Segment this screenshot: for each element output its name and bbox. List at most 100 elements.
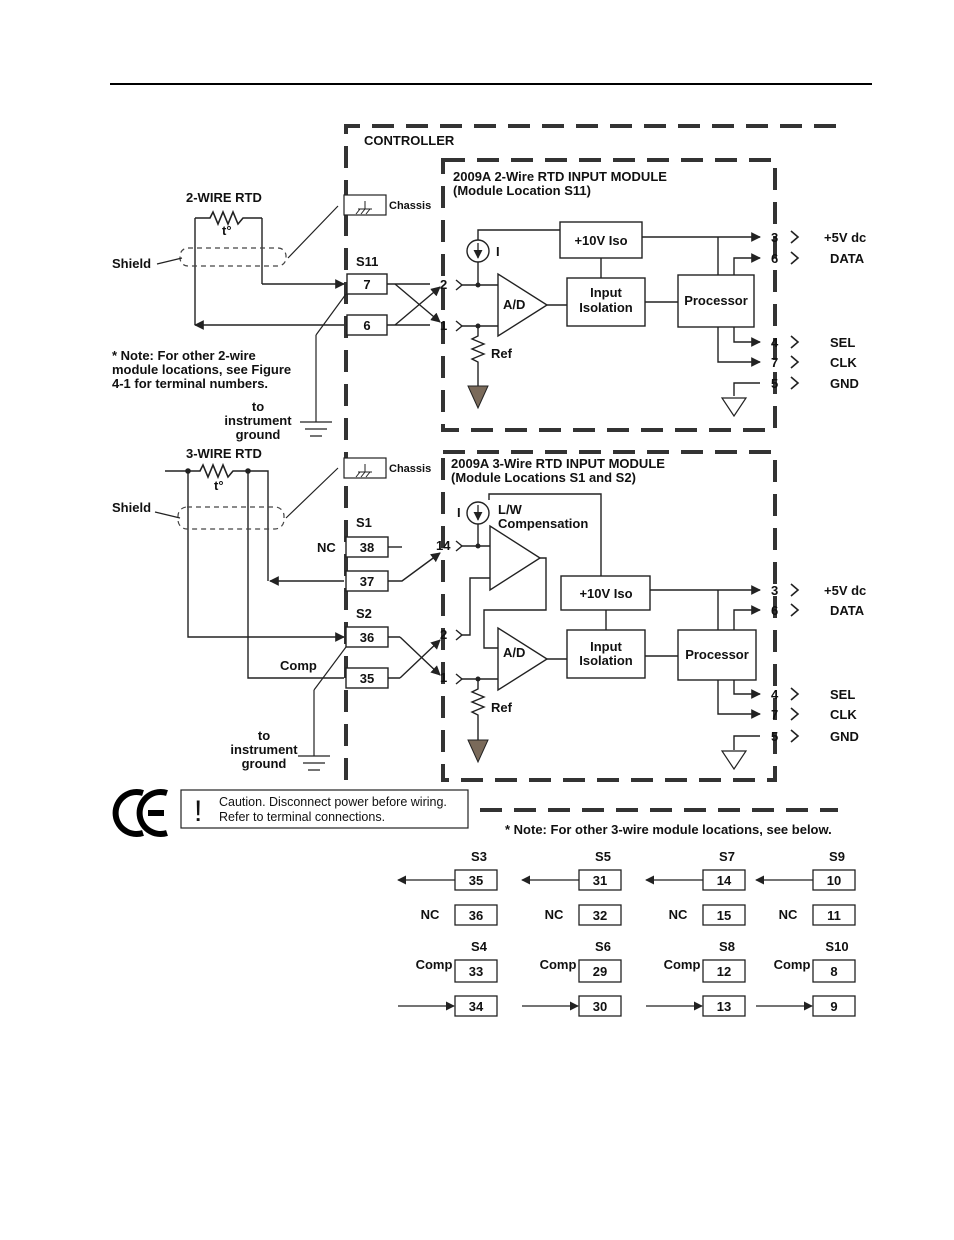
pin-2-3wire-label: 2 — [440, 627, 447, 642]
terminal-7: 7 — [363, 277, 370, 292]
processor-label-2wire: Processor — [684, 293, 748, 308]
out-wire-data — [733, 253, 761, 275]
out-wire-clk — [717, 327, 761, 367]
out2-signal-gnd: GND — [830, 376, 859, 391]
loc-terminal-t2: 32 — [593, 908, 607, 923]
ground-3wire-line2: instrument — [230, 742, 298, 757]
cross-wire-3a — [399, 636, 441, 676]
input-isolation-3wire — [566, 629, 646, 679]
module-3wire: 2009A 3-Wire RTD INPUT MODULE (Module Lo… — [112, 446, 777, 782]
loc-terminal-box — [702, 959, 746, 983]
loc-terminal-t2: 11 — [827, 908, 841, 923]
loc-terminal-t1: 14 — [717, 873, 732, 888]
out-wire-gnd — [733, 382, 760, 396]
out2-signal-clk: CLK — [830, 355, 857, 370]
shield-2wire-drain — [287, 205, 339, 259]
caution-line1: Caution. Disconnect power before wiring. — [219, 795, 447, 809]
out3-chevron-icon — [790, 603, 800, 617]
loc-terminal-t3: 12 — [717, 964, 731, 979]
out3-signal-gnd: GND — [830, 729, 859, 744]
ground-2wire-line3: ground — [236, 427, 281, 442]
out3-signal-sel: SEL — [830, 687, 855, 702]
loc-terminal-box — [454, 869, 498, 891]
caution-line2: Refer to terminal connections. — [219, 810, 385, 824]
instrument-ground-2wire-icon — [300, 335, 332, 437]
iso-label-2wire: +10V Iso — [574, 233, 627, 248]
loc-terminal-box — [454, 959, 498, 983]
ground-lead-3wire — [313, 646, 347, 691]
loc-terminal-box — [702, 869, 746, 891]
controller-label: CONTROLLER — [364, 133, 455, 148]
shield-3wire — [177, 506, 285, 530]
loc-nc-label: NC — [669, 907, 688, 922]
out3-pin-6: 6 — [771, 603, 778, 618]
chassis-ground-icon — [355, 464, 372, 478]
loc-terminal-box — [702, 995, 746, 1017]
processor-3wire — [677, 629, 757, 681]
terminal-36: 36 — [360, 630, 374, 645]
terminal-37: 37 — [360, 574, 374, 589]
loc-comp-label: Comp — [774, 957, 811, 972]
terminal-stubs — [387, 283, 430, 326]
pin1-3wire-chevron-icon — [455, 673, 464, 685]
shield-2wire-label: Shield — [112, 256, 151, 271]
current-label-3wire: I — [457, 505, 461, 520]
cross-wire-3b — [399, 639, 441, 679]
pin1-chevron-icon — [455, 320, 464, 332]
ground-2wire-line1: to — [252, 399, 264, 414]
loc-terminal-t4: 34 — [469, 999, 484, 1014]
note-2wire-line3: 4-1 for terminal numbers. — [112, 376, 268, 391]
loc-terminal-t1: 10 — [827, 873, 841, 888]
ground-triangle-3wire-icon — [467, 739, 489, 764]
out2-chevron-icon — [790, 230, 800, 244]
ad-converter-2wire — [497, 272, 549, 338]
lw-label-line2: Compensation — [498, 516, 588, 531]
cross-wire-b — [394, 286, 441, 326]
out2-pin-5: 5 — [771, 376, 778, 391]
out2-signal-sel: SEL — [830, 335, 855, 350]
loc-slot-top: S7 — [719, 849, 735, 864]
slot-s1-label: S1 — [356, 515, 372, 530]
loc-terminal-box — [454, 904, 498, 926]
loc-terminal-box — [812, 995, 856, 1017]
loc-terminal-t4: 13 — [717, 999, 731, 1014]
out2-pin-6: 6 — [771, 251, 778, 266]
loc-terminal-box — [578, 869, 622, 891]
slot-s11-label: S11 — [356, 254, 378, 269]
ad-converter-3wire — [497, 626, 549, 692]
rtd-2wire-label: 2-WIRE RTD — [186, 190, 262, 205]
out2-pin-3: 3 — [771, 230, 778, 245]
out3-signal-5vdc: +5V dc — [824, 583, 866, 598]
loc-terminal-t1: 35 — [469, 873, 483, 888]
out3-chevron-icon — [790, 729, 800, 743]
pin-14-label: 14 — [436, 538, 451, 553]
ref-resistor-icon — [470, 326, 486, 386]
module-3wire-title: 2009A 3-Wire RTD INPUT MODULE — [451, 456, 665, 471]
loc-slot-bottom: S10 — [825, 939, 848, 954]
terminal-35: 35 — [360, 671, 374, 686]
note-2wire-line2: module locations, see Figure — [112, 362, 291, 377]
loc-terminal-box — [812, 869, 856, 891]
gnd-triangle-icon — [720, 397, 748, 418]
rtd-2wire-temp: t° — [222, 223, 232, 238]
caution-mark-icon: ! — [194, 795, 202, 828]
cross-wire-a — [394, 283, 441, 323]
rtd-3wire-temp: t° — [214, 478, 224, 493]
terminal-6: 6 — [363, 318, 370, 333]
out2-signal-5vdc: +5V dc — [824, 230, 866, 245]
out2-chevron-icon — [790, 335, 800, 349]
pin-1-3wire-label: 1 — [440, 670, 447, 685]
out2-signal-data: DATA — [830, 251, 865, 266]
ref-label-3wire: Ref — [491, 700, 513, 715]
ref-label-2wire: Ref — [491, 346, 513, 361]
iso-label-3wire: +10V Iso — [579, 586, 632, 601]
out3-wire-gnd — [733, 735, 760, 750]
pin-2-label: 2 — [440, 277, 447, 292]
shield-3wire-label: Shield — [112, 500, 151, 515]
terminal-38: 38 — [360, 540, 374, 555]
loc-terminal-box — [812, 904, 856, 926]
loc-comp-label: Comp — [416, 957, 453, 972]
amp-to-ad-wire — [483, 557, 547, 649]
